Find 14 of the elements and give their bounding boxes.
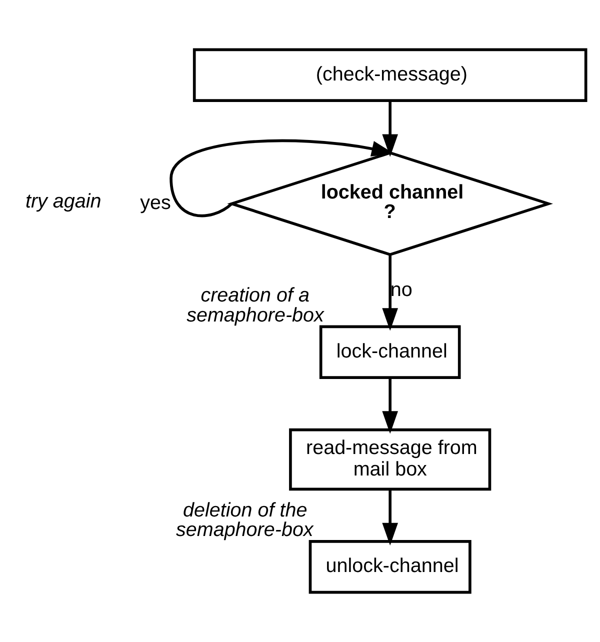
node-label: deletion of the semaphore-box bbox=[176, 499, 314, 542]
node-box: lock-channel bbox=[319, 325, 461, 379]
node-box: read-message from mail box bbox=[289, 428, 492, 491]
node-label: creation of a semaphore-box bbox=[186, 284, 324, 326]
arrow bbox=[382, 100, 398, 157]
edge-label: yes bbox=[140, 192, 171, 214]
arrow bbox=[382, 254, 398, 331]
node-box: unlock-channel bbox=[308, 540, 472, 594]
arrow bbox=[382, 490, 398, 546]
node-box: (check-message) bbox=[192, 48, 588, 102]
label: try again bbox=[25, 190, 102, 213]
edge-label: no bbox=[390, 278, 412, 301]
arrow bbox=[382, 378, 398, 434]
node-diamond: locked channel ? bbox=[227, 151, 553, 256]
